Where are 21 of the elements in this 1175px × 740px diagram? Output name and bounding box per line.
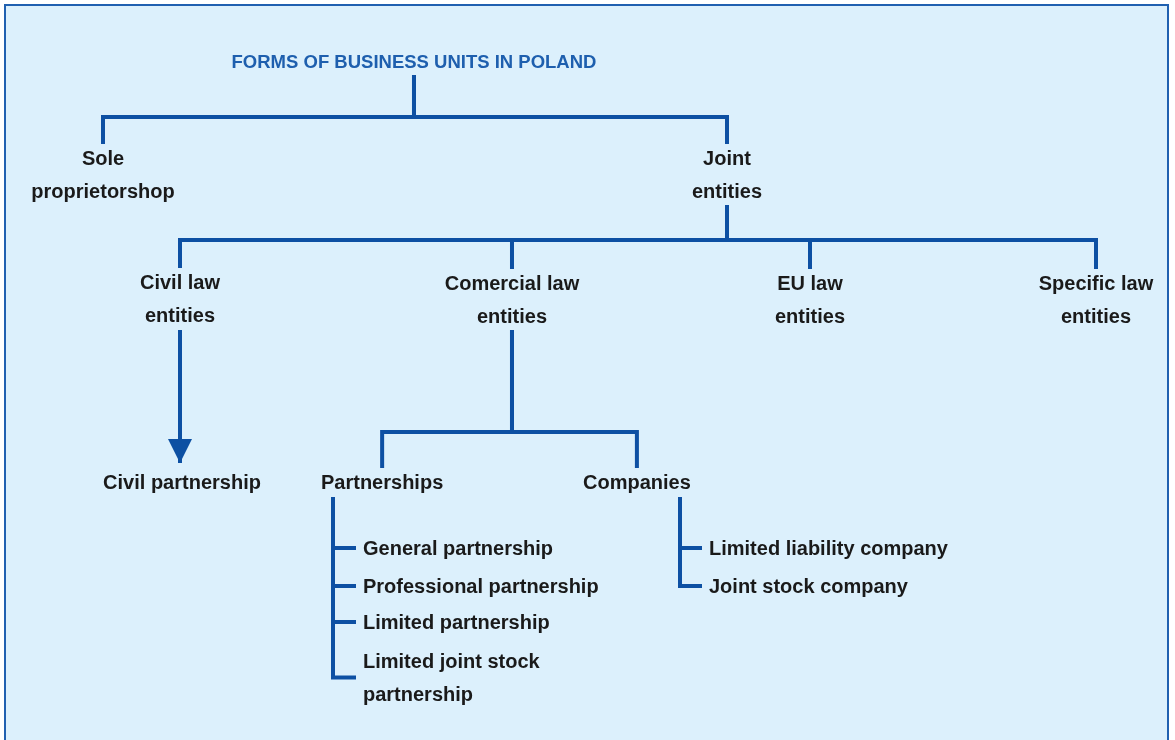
category-label: Specific law entities [1021,267,1171,333]
connector-line [678,497,702,588]
connector-line [331,497,356,680]
category-label: Limited liability company [709,532,999,565]
category-label: Partnerships [321,466,471,499]
category-label: General partnership [363,532,603,565]
category-label: Joint entities [667,142,787,208]
category-label: Limited joint stock partnership [363,645,573,711]
category-label: Joint stock company [709,570,959,603]
category-label: EU law entities [750,267,870,333]
category-label: Sole proprietorshop [13,142,193,208]
diagram-heading: FORMS OF BUSINESS UNITS IN POLAND [204,45,624,78]
category-label: Civil law entities [120,266,240,332]
connector-line [412,75,729,144]
category-label: Civil partnership [82,466,282,499]
category-label: Comercial law entities [437,267,587,333]
category-label: Limited partnership [363,606,603,639]
category-label: Companies [583,466,713,499]
category-label: Professional partnership [363,570,633,603]
connector-line [510,330,639,468]
arrow [168,330,192,463]
